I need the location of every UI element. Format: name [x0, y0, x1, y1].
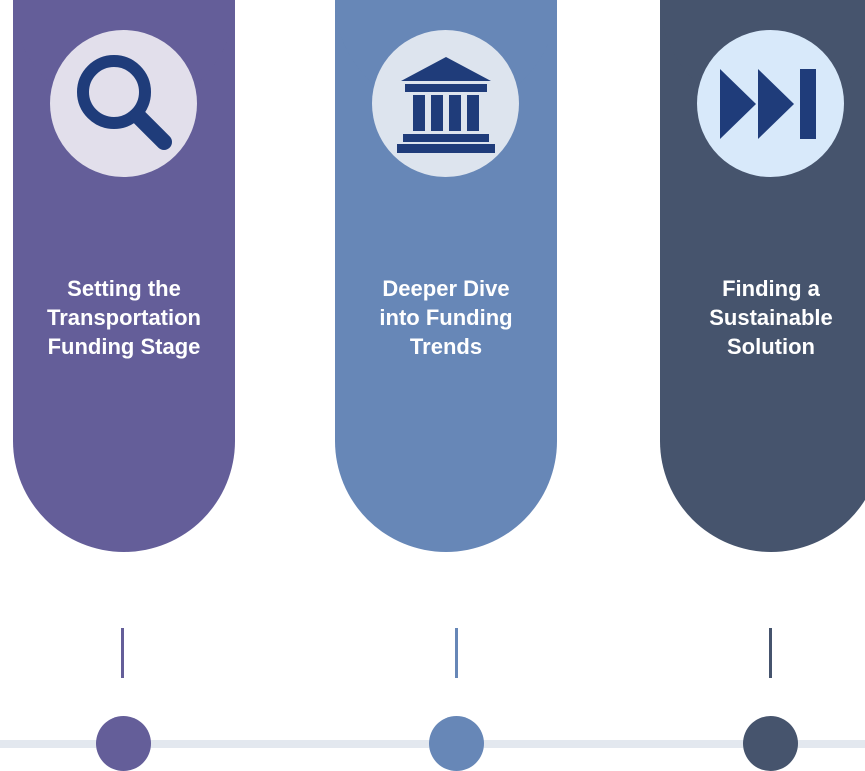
fast-forward-icon [719, 68, 816, 139]
connector-line-2 [455, 628, 458, 678]
stage-3-line-1: Finding a [722, 276, 820, 301]
stage-pill-3: Finding a Sustainable Solution [660, 0, 865, 552]
timeline-dot-2 [429, 716, 484, 771]
stage-3-line-3: Solution [727, 334, 815, 359]
stage-pill-2: Deeper Dive into Funding Trends [335, 0, 557, 552]
stage-1-line-3: Funding Stage [47, 334, 201, 359]
stage-label-1: Setting the Transportation Funding Stage [13, 274, 235, 361]
connector-line-1 [121, 628, 124, 678]
magnifying-glass-icon [76, 54, 172, 150]
stage-label-3: Finding a Sustainable Solution [660, 274, 865, 361]
icon-circle-1 [50, 30, 197, 177]
icon-circle-2 [372, 30, 519, 177]
stage-2-line-3: Trends [409, 334, 483, 359]
stage-pill-1: Setting the Transportation Funding Stage [13, 0, 235, 552]
bank-building-icon [396, 56, 495, 153]
icon-circle-3 [697, 30, 844, 177]
timeline-dot-1 [96, 716, 151, 771]
stage-1-line-2: Transportation [46, 305, 201, 330]
stage-2-line-2: into Funding [379, 305, 513, 330]
stage-label-2: Deeper Dive into Funding Trends [335, 274, 557, 361]
stage-2-line-1: Deeper Dive [382, 276, 510, 301]
stage-1-line-1: Setting the [67, 276, 181, 301]
timeline-dot-3 [743, 716, 798, 771]
connector-line-3 [769, 628, 772, 678]
stage-3-line-2: Sustainable [709, 305, 833, 330]
